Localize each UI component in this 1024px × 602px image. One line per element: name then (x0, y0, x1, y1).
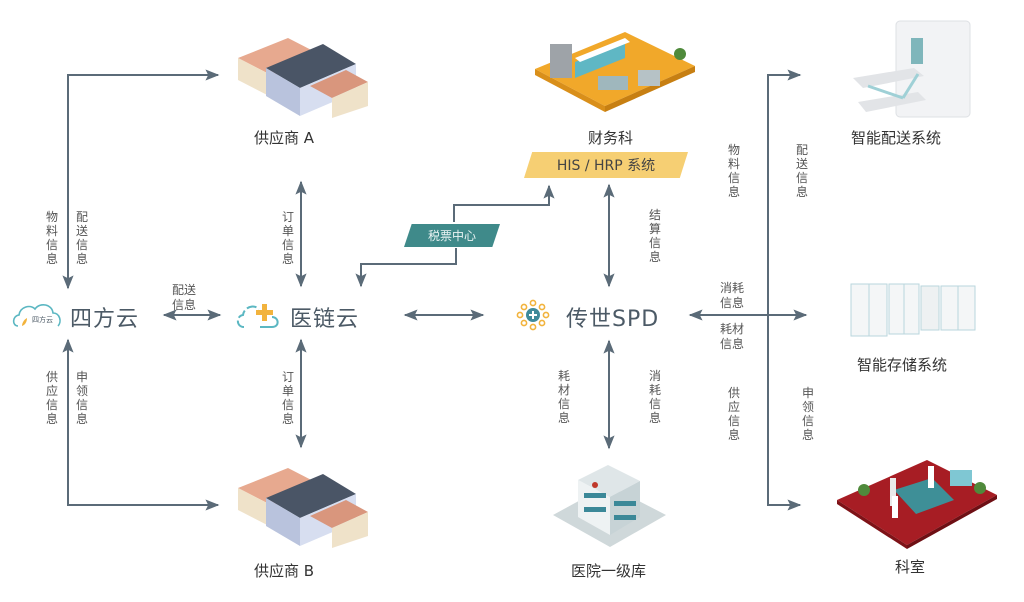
flow-label-delivery-info-left: 配送信息 (75, 210, 88, 266)
flow-label-line-1: 配送 (172, 283, 197, 297)
flow-label-delivery-info-right: 配送信息 (795, 143, 808, 199)
flow-label-consumable-info: 耗材信息 (557, 369, 570, 425)
flow-label-supply-info-left: 供应信息 (45, 370, 58, 426)
supplier-a-label: 供应商 A (254, 129, 315, 147)
arrow-tax-to-his (453, 184, 555, 222)
sifangyun-logo: 四方云 四方云 (12, 298, 162, 332)
flow-label-sifang-yiliang: 配送 信息 (172, 283, 196, 313)
flow-label-order-info-top: 订单信息 (281, 210, 294, 266)
smart-storage-label: 智能存储系统 (857, 356, 948, 374)
yiliangyun-cloud-plus-icon (236, 304, 279, 328)
flow-label-line-2: 信息 (172, 298, 197, 312)
spd-logo: 传世SPD (516, 298, 686, 332)
flow-label-material-info-right: 物料信息 (727, 143, 740, 199)
flow-label-order-info-bottom: 订单信息 (281, 370, 294, 426)
spd-title: 传世SPD (566, 307, 660, 332)
flow-label-line-2: 信息 (720, 337, 745, 351)
flow-label-supply-info-right: 供应信息 (727, 386, 740, 442)
flow-label-line-1: 耗材 (720, 322, 745, 336)
arrow-sifang-to-supplier-a (62, 69, 220, 290)
tax-center-tag: 税票中心 (404, 224, 500, 247)
sifangyun-cloud-icon (12, 304, 61, 327)
supplier-a-building-illustration (238, 38, 368, 118)
hospital-building-illustration (553, 465, 666, 547)
supplier-b-label: 供应商 B (254, 562, 315, 580)
flow-label-material-info-left: 物料信息 (45, 210, 58, 266)
flow-label-line-2: 信息 (720, 296, 745, 310)
arrow-tax-to-yiliang (355, 248, 457, 288)
flow-label-requisition-info-left: 申领信息 (75, 370, 88, 426)
hospital-store-label: 医院一级库 (571, 562, 647, 580)
department-label: 科室 (895, 558, 926, 576)
smart-delivery-machine-illustration (853, 20, 971, 118)
arrow-sifang-to-supplier-b (62, 338, 220, 511)
finance-label: 财务科 (588, 129, 634, 147)
yiliangyun-title: 医链云 (290, 307, 360, 332)
sifangyun-badge-text: 四方云 (32, 316, 53, 324)
flow-label-consumable-info-right: 耗材 信息 (720, 322, 744, 352)
sifangyun-title: 四方云 (70, 307, 140, 332)
supplier-b-building-illustration (238, 468, 368, 548)
flow-label-line-1: 消耗 (720, 281, 745, 295)
finance-office-illustration (535, 32, 695, 112)
flow-label-settlement-info: 结算信息 (648, 208, 661, 264)
smart-delivery-label: 智能配送系统 (851, 129, 942, 147)
flow-label-consumption-info: 消耗信息 (648, 369, 661, 425)
yiliangyun-logo: 医链云 (234, 298, 384, 332)
department-room-illustration (837, 460, 997, 549)
flow-label-requisition-info-right: 申领信息 (801, 386, 814, 442)
his-hrp-system-tag: HIS / HRP 系统 (524, 152, 688, 178)
arrow-bus-to-delivery (767, 69, 802, 315)
flow-label-consumption-info-right: 消耗 信息 (720, 281, 744, 311)
spd-dots-icon (516, 299, 550, 331)
arrow-bus-to-department (767, 315, 802, 511)
smart-storage-cabinet-illustration (850, 283, 976, 337)
